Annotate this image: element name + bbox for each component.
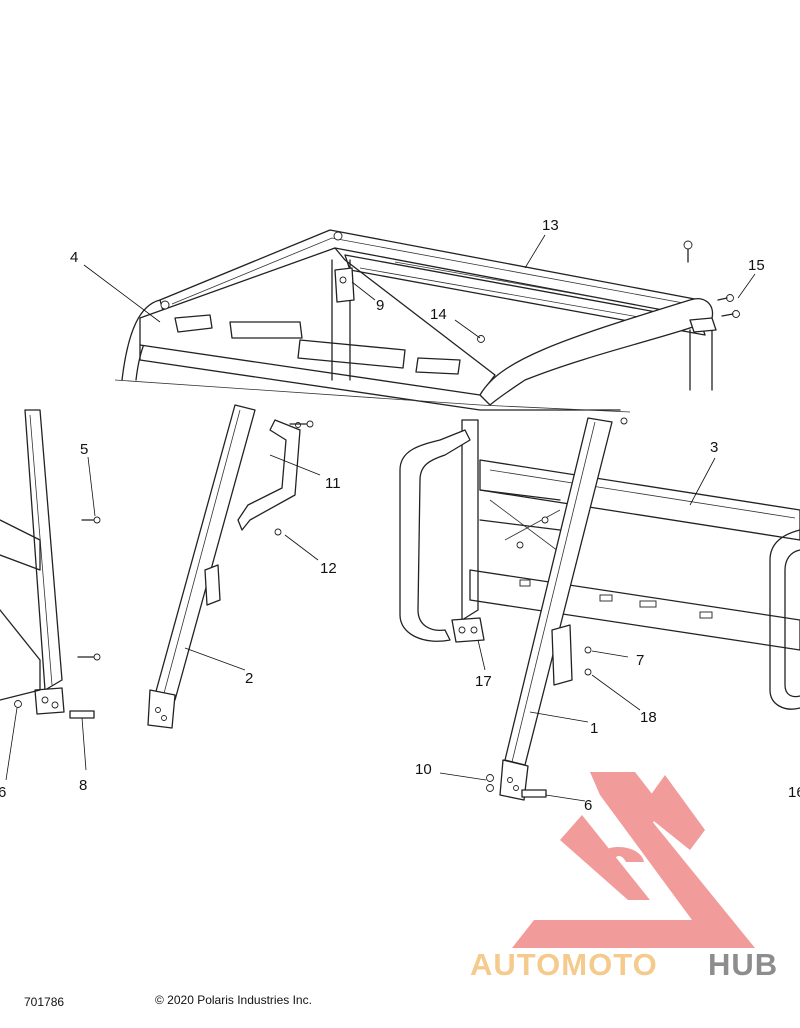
callout-10: 10: [415, 761, 432, 778]
post-2: [147, 404, 256, 729]
callout-7: 7: [636, 652, 644, 669]
callout-2: 2: [245, 670, 253, 687]
watermark-text-auto: AUTOMOTO: [470, 947, 658, 982]
left-rear-post: [0, 409, 65, 715]
callout-14: 14: [430, 306, 447, 323]
callout-9: 9: [376, 297, 384, 314]
watermark-text-hub: HUB: [708, 947, 778, 982]
callout-17: 17: [475, 673, 492, 690]
copyright-text: © 2020 Polaris Industries Inc.: [155, 993, 312, 1007]
diagram-code: 701786: [24, 995, 65, 1009]
roof-frame: [114, 229, 717, 413]
fasteners: [14, 240, 740, 798]
leader-lines: [5, 234, 756, 802]
callout-1: 1: [590, 720, 598, 737]
callout-5: 5: [80, 441, 88, 458]
callout-13: 13: [542, 217, 559, 234]
callout-6-left: 6: [0, 784, 6, 801]
callout-6-right: 6: [584, 797, 592, 814]
callout-4: 4: [70, 249, 78, 266]
callout-18: 18: [640, 709, 657, 726]
watermark-logo: AUTOMOTO HUB: [470, 772, 778, 982]
callout-8: 8: [79, 777, 87, 794]
callout-16: 16: [788, 784, 800, 801]
post-1: [451, 417, 613, 801]
rear-frame-3: [399, 419, 800, 710]
callout-11: 11: [325, 475, 341, 492]
callout-15: 15: [748, 257, 765, 274]
callout-labels: 13 4 15 9 14 3 5 11 12 7 2 17 18 1 10 6 …: [0, 217, 800, 814]
callout-3: 3: [710, 439, 718, 456]
callout-12: 12: [320, 560, 337, 577]
